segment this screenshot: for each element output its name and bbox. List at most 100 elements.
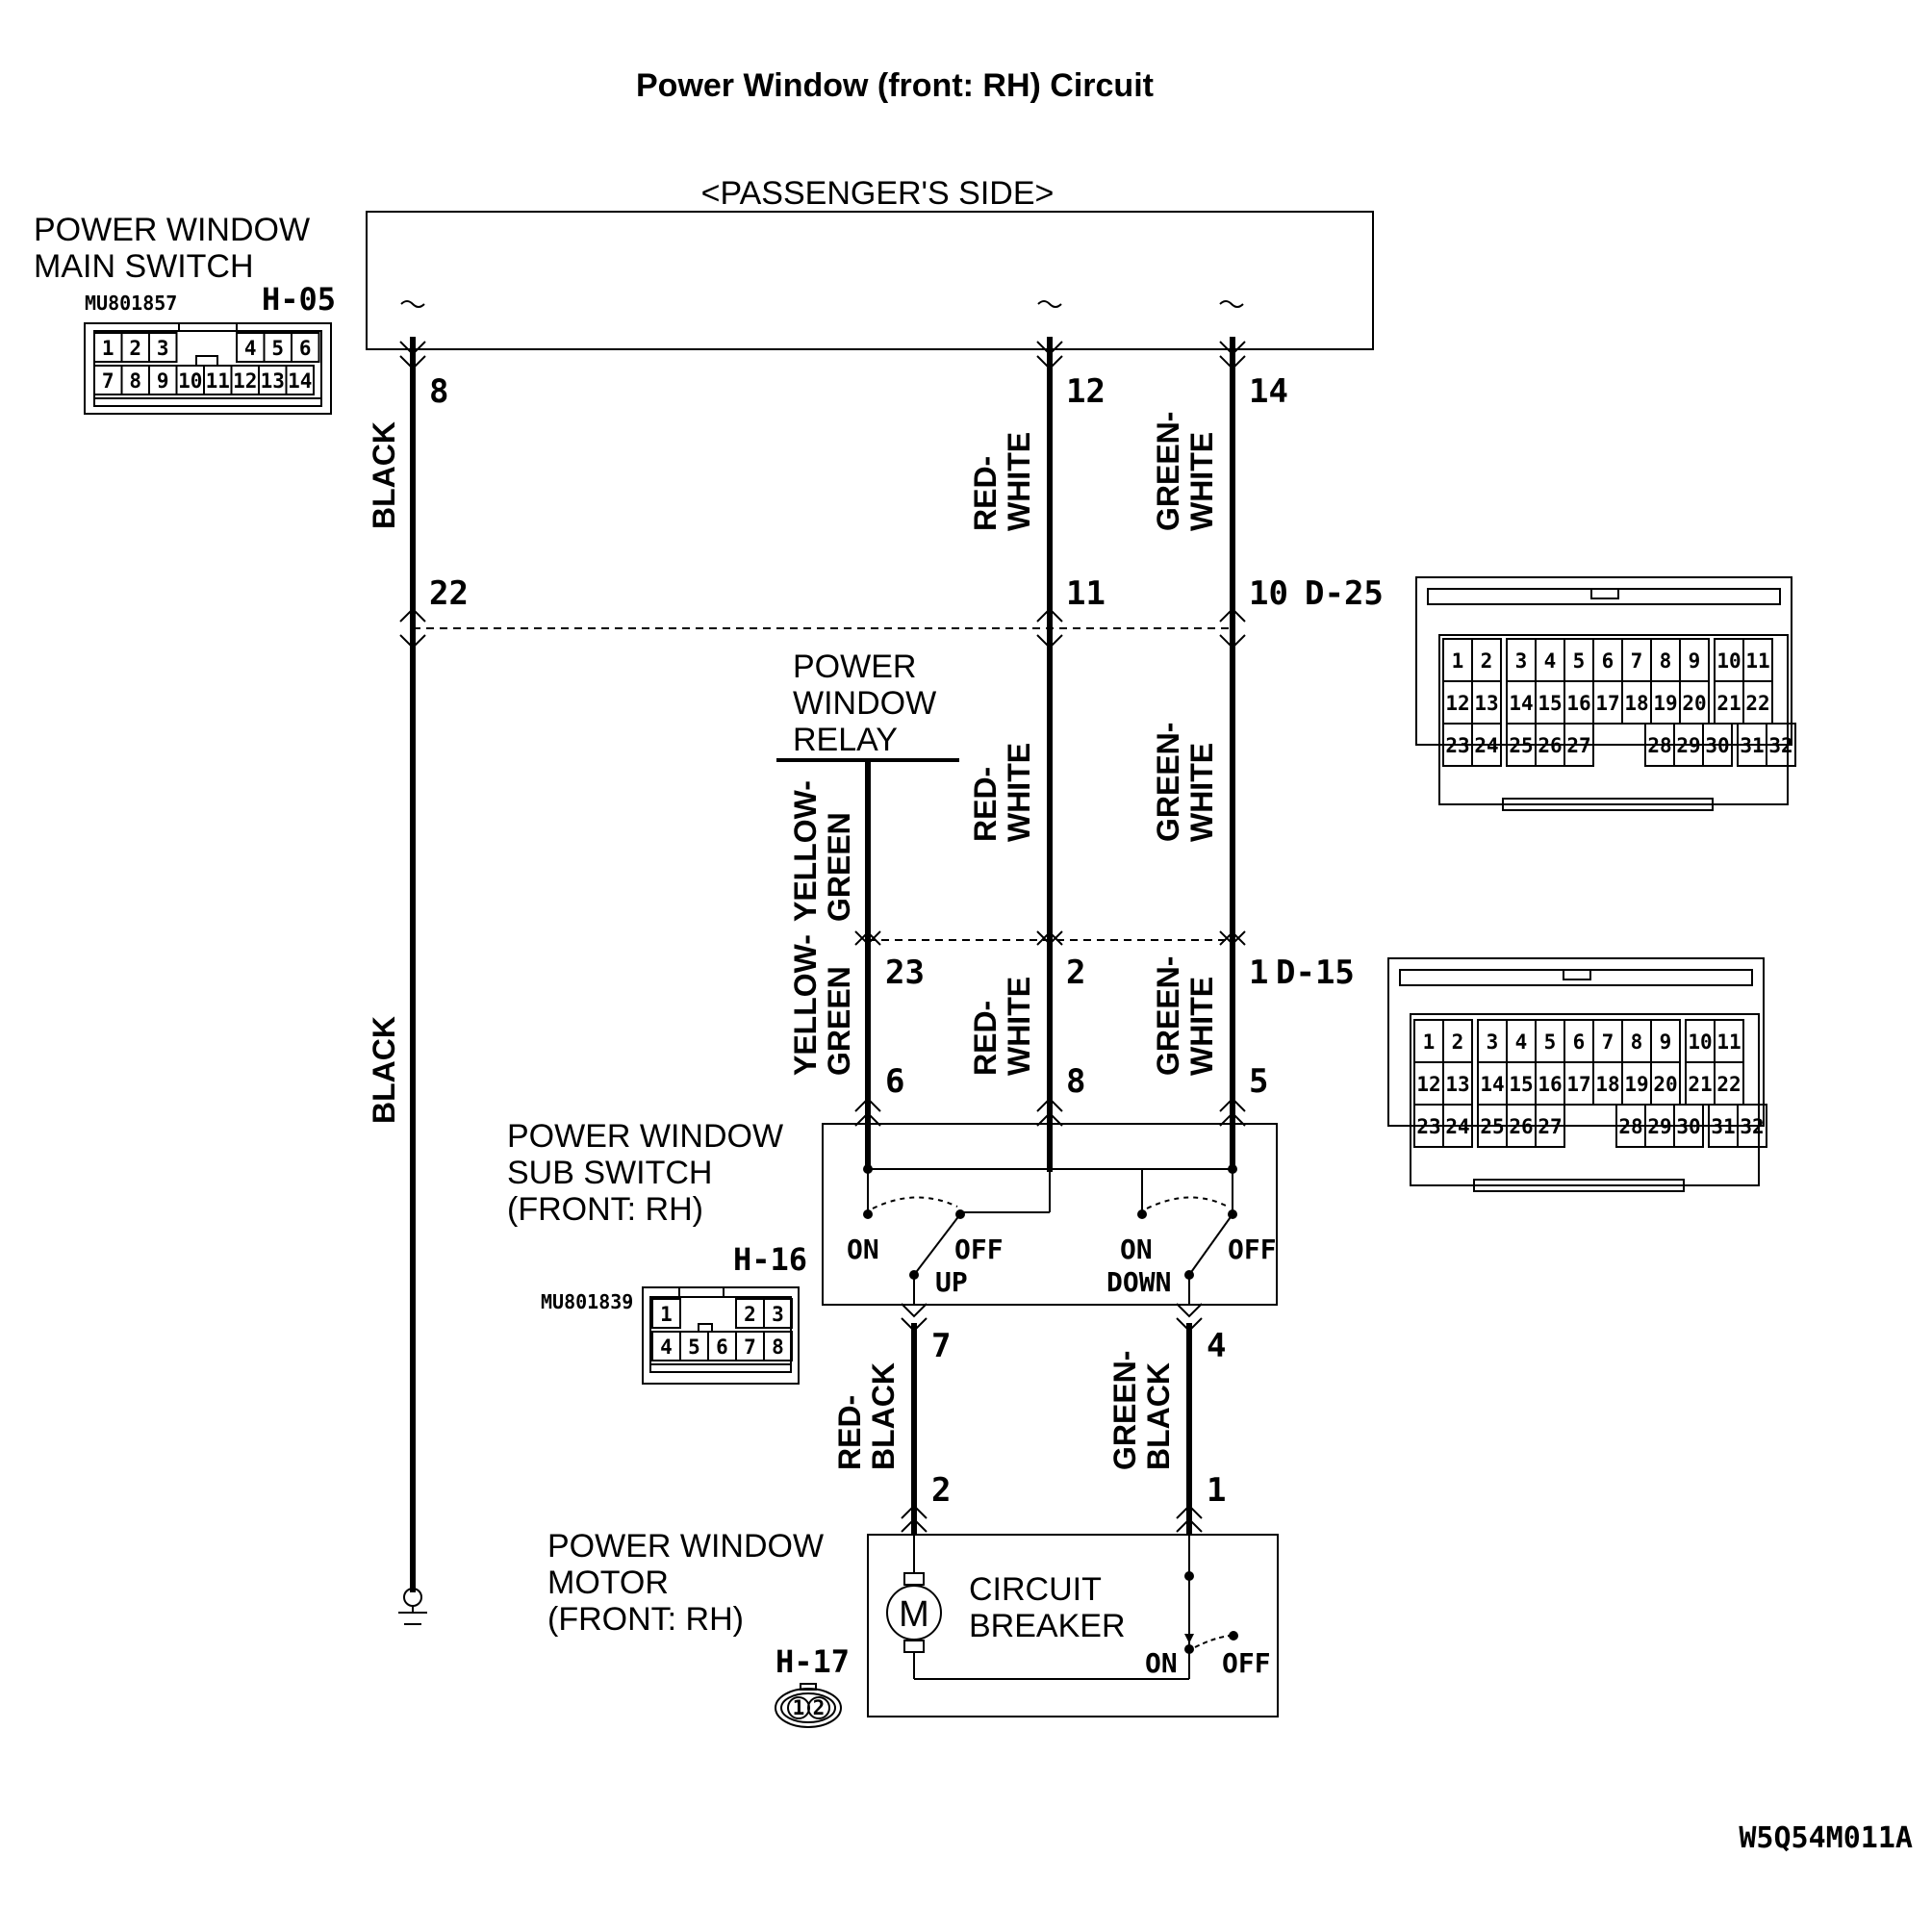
d25-pin-10: 10 (1716, 649, 1741, 673)
h17-pin-1: 1 (793, 1696, 805, 1719)
h16-pin-2: 2 (744, 1303, 756, 1326)
d15-pin-32-cell (1737, 1104, 1767, 1148)
label-green-black-2: BLACK (1141, 1362, 1176, 1470)
d25-pin-19: 19 (1653, 692, 1677, 715)
motor-label-line3: (FRONT: RH) (547, 1601, 744, 1638)
diagram-title: Power Window (front: RH) Circuit (636, 67, 1154, 104)
d15-pin-11: 11 (1716, 1030, 1741, 1054)
motor-connector-id: H-17 (775, 1643, 850, 1680)
main-switch-connector-id: H-05 (262, 281, 336, 318)
breaker-off-label: OFF (1222, 1647, 1271, 1679)
h16-pin-1: 1 (660, 1303, 673, 1326)
sub-switch-internals (863, 1164, 1237, 1305)
pin-h16-5: 5 (1249, 1062, 1268, 1101)
h16-pin-3: 3 (772, 1303, 784, 1326)
d15-pin-26: 26 (1509, 1115, 1533, 1138)
h05-pin-12: 12 (233, 369, 257, 393)
d15-pin-24: 24 (1445, 1115, 1469, 1138)
d15-pin-16: 16 (1538, 1073, 1562, 1096)
d15-pin-18: 18 (1595, 1073, 1619, 1096)
d15-pin-30: 30 (1676, 1115, 1700, 1138)
label-green-black-1: GREEN- (1107, 1351, 1142, 1470)
label-yellow-green-lower-2: GREEN (822, 966, 856, 1076)
label-green-white-lower-1: GREEN- (1151, 956, 1185, 1076)
d15-connector-face (1387, 957, 1765, 1192)
d25-pin-8: 8 (1660, 649, 1672, 673)
d25-pin-32: 32 (1768, 734, 1792, 757)
h17-connector-face (775, 1683, 842, 1728)
pin-d15-1: 1 (1249, 954, 1268, 992)
d15-pin-32: 32 (1740, 1115, 1764, 1138)
h16-pin-6: 6 (716, 1336, 728, 1359)
label-red-white-mid-2: WHITE (1002, 743, 1036, 842)
label-black-upper: BLACK (367, 421, 401, 529)
sub-switch-label-line3: (FRONT: RH) (507, 1191, 703, 1228)
h05-pin-14: 14 (288, 369, 312, 393)
label-green-white-upper-1: GREEN- (1151, 412, 1185, 531)
sub-switch-down-on-label: ON (1120, 1234, 1153, 1265)
d25-pin-5: 5 (1573, 649, 1586, 673)
h05-pin-11: 11 (206, 369, 230, 393)
d25-connector-id: D-25 (1305, 574, 1384, 613)
sub-switch-label-line2: SUB SWITCH (507, 1155, 712, 1191)
d25-pin-17: 17 (1595, 692, 1619, 715)
d25-pin-2: 2 (1481, 649, 1493, 673)
d15-pin-5: 5 (1544, 1030, 1557, 1054)
pin-h16-6: 6 (885, 1062, 904, 1101)
d25-pin-6: 6 (1602, 649, 1614, 673)
pin-h17-2: 2 (931, 1471, 951, 1510)
d25-pin-27-cell (1563, 723, 1594, 767)
pin-h16-4: 4 (1207, 1327, 1226, 1365)
d15-pin-23: 23 (1416, 1115, 1440, 1138)
label-yellow-green-lower-1: YELLOW- (788, 934, 823, 1076)
pin-h17-1: 1 (1207, 1471, 1226, 1510)
d15-pin-27: 27 (1538, 1115, 1562, 1138)
h16-pin-5: 5 (688, 1336, 700, 1359)
main-switch-box (366, 211, 1374, 350)
h05-pin-2: 2 (129, 337, 141, 360)
h05-pin-9: 9 (157, 369, 169, 393)
d25-connector-face (1415, 576, 1792, 811)
d25-pin-3: 3 (1515, 649, 1528, 673)
d25-pin-7: 7 (1631, 649, 1643, 673)
pin-d25-11: 11 (1066, 574, 1106, 613)
d15-pin-1: 1 (1423, 1030, 1436, 1054)
pin-d15-23: 23 (885, 954, 925, 992)
h05-pin-4: 4 (244, 337, 257, 360)
d25-pin-15: 15 (1538, 692, 1562, 715)
pin-d25-10: 10 (1249, 574, 1288, 613)
d15-pin-27-cell (1535, 1104, 1565, 1148)
d25-pin-24-cell (1471, 723, 1502, 767)
d15-pin-19: 19 (1624, 1073, 1648, 1096)
d15-pin-14: 14 (1480, 1073, 1504, 1096)
pin-h05-12: 12 (1066, 372, 1106, 411)
h05-pin-14-cell (285, 365, 315, 395)
d25-pin-23: 23 (1445, 734, 1469, 757)
d15-pin-8: 8 (1631, 1030, 1643, 1054)
sub-switch-connector-id: H-16 (733, 1241, 807, 1278)
label-green-white-upper-2: WHITE (1184, 432, 1219, 531)
d15-pin-25: 25 (1480, 1115, 1504, 1138)
h16-pin-1-cell (651, 1298, 681, 1329)
sub-switch-up-off-label: OFF (954, 1234, 1004, 1265)
h05-pin-6: 6 (299, 337, 312, 360)
h05-pin-8: 8 (129, 369, 141, 393)
d15-pin-13: 13 (1445, 1073, 1469, 1096)
label-yellow-green-upper-2: GREEN (822, 812, 856, 922)
d15-pin-3: 3 (1487, 1030, 1499, 1054)
d25-pin-30-cell (1702, 723, 1733, 767)
d25-pin-11: 11 (1745, 649, 1769, 673)
motor-internals (886, 1535, 1238, 1680)
d15-pin-6: 6 (1573, 1030, 1586, 1054)
d25-pin-13: 13 (1474, 692, 1498, 715)
pin-d25-22: 22 (429, 574, 469, 613)
wire-color-labels: BLACK BLACK RED- WHITE RED- WHITE RED- W… (367, 412, 1219, 1470)
diagram-code: W5Q54M011A (1739, 1821, 1913, 1855)
d25-pin-32-cell (1766, 723, 1796, 767)
d25-pin-4: 4 (1544, 649, 1557, 673)
sub-switch-down-label: DOWN (1106, 1266, 1171, 1298)
